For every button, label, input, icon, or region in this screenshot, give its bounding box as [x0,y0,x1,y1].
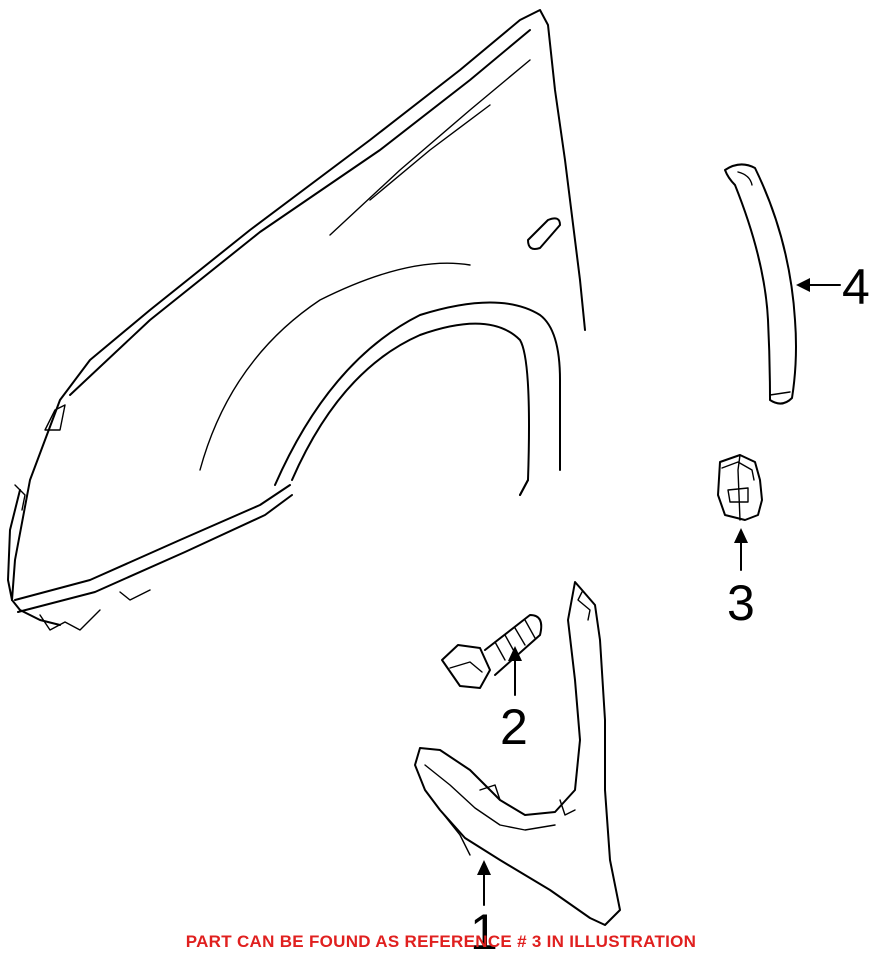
callout-arrow-1 [477,860,491,906]
callout-label-1: 1 [470,904,498,960]
bolt [441,614,543,689]
callout-label-2: 2 [500,699,528,755]
mud-flap [414,581,621,926]
fender-panel [7,9,586,631]
footer-note: PART CAN BE FOUND AS REFERENCE # 3 IN IL… [185,932,697,951]
callout-label-3: 3 [727,575,755,631]
callout-arrow-3 [734,528,748,571]
callout-arrow-4 [796,278,841,292]
retaining-clip [717,454,763,521]
callout-arrow-2 [508,646,522,696]
callout-label-4: 4 [842,259,870,315]
arch-trim-strip [724,163,797,405]
